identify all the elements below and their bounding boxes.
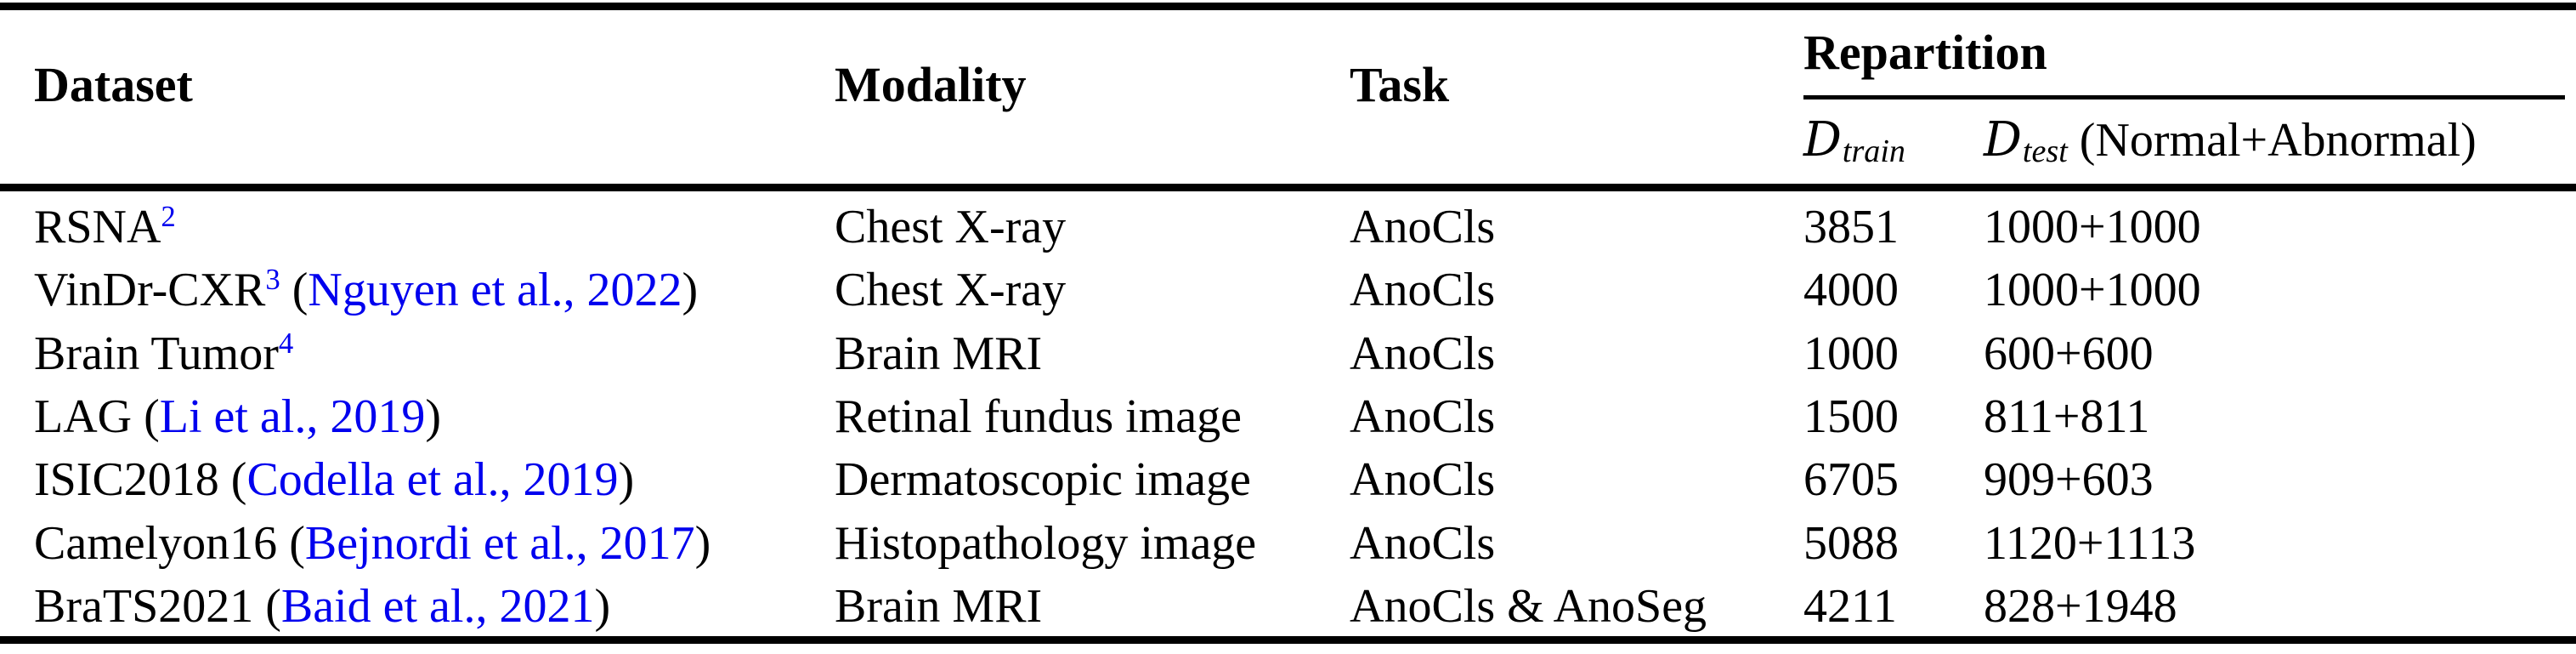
dataset-cell: BraTS2021 (Baid et al., 2021)	[34, 575, 610, 638]
dtest-cell: 600+600	[1984, 327, 2154, 380]
modality-cell: Retinal fundus image	[835, 390, 1243, 443]
table-row: RSNA2 Chest X-ray AnoCls 3851 1000+1000	[0, 196, 2576, 259]
subheader-dtest: Dtest (Normal+Abnormal)	[1984, 117, 2477, 169]
footnote-link[interactable]: 4	[278, 326, 294, 360]
modality-cell: Brain MRI	[835, 327, 1043, 380]
citation-link[interactable]: Nguyen et al., 2022	[308, 264, 682, 316]
modality-cell: Histopathology image	[835, 517, 1257, 570]
dtest-suffix: (Normal+Abnormal)	[2067, 114, 2477, 167]
dataset-name: ISIC2018	[34, 453, 219, 506]
citation-link[interactable]: Codella et al., 2019	[246, 453, 619, 506]
table-bottom-rule	[0, 636, 2576, 644]
column-header-repartition: Repartition	[1803, 25, 2047, 80]
dtrain-cell: 3851	[1803, 201, 1899, 253]
subheader-dtrain: Dtrain	[1803, 117, 1905, 169]
dataset-name: LAG	[34, 390, 133, 443]
column-header-modality: Modality	[835, 57, 1027, 112]
citation-link[interactable]: Baid et al., 2021	[280, 580, 595, 633]
footnote-link[interactable]: 3	[265, 262, 280, 296]
dataset-name: VinDr-CXR	[34, 264, 266, 316]
table-row: LAG (Li et al., 2019) Retinal fundus ima…	[0, 385, 2576, 448]
repartition-cmidrule	[1803, 95, 2565, 100]
dtest-cell: 828+1948	[1984, 580, 2177, 633]
math-cal-d: D	[1984, 112, 2022, 168]
dtest-cell: 1120+1113	[1984, 517, 2196, 570]
table-row: BraTS2021 (Baid et al., 2021) Brain MRI …	[0, 575, 2576, 638]
math-cal-d: D	[1803, 112, 1842, 168]
dataset-name: Camelyon16	[34, 517, 278, 570]
modality-cell: Dermatoscopic image	[835, 453, 1251, 506]
dataset-name: Brain Tumor	[34, 327, 279, 380]
task-cell: AnoCls	[1350, 453, 1496, 506]
modality-cell: Chest X-ray	[835, 264, 1067, 316]
dataset-name: RSNA	[34, 201, 161, 253]
dataset-cell: VinDr-CXR3 (Nguyen et al., 2022)	[34, 259, 698, 321]
dataset-cell: ISIC2018 (Codella et al., 2019)	[34, 448, 634, 511]
subscript-test: test	[2022, 133, 2068, 169]
citation: (Li et al., 2019)	[132, 390, 441, 443]
table-row: VinDr-CXR3 (Nguyen et al., 2022) Chest X…	[0, 259, 2576, 321]
task-cell: AnoCls	[1350, 327, 1496, 380]
dtrain-cell: 4000	[1803, 264, 1899, 316]
table-row: ISIC2018 (Codella et al., 2019) Dermatos…	[0, 448, 2576, 511]
dtrain-cell: 5088	[1803, 517, 1899, 570]
dtrain-cell: 1000	[1803, 327, 1899, 380]
citation: (Baid et al., 2021)	[253, 580, 611, 633]
column-header-task: Task	[1350, 57, 1450, 112]
citation: (Codella et al., 2019)	[218, 453, 635, 506]
table-top-rule	[0, 3, 2576, 10]
table-row: Camelyon16 (Bejnordi et al., 2017) Histo…	[0, 512, 2576, 575]
citation: (Bejnordi et al., 2017)	[277, 517, 711, 570]
subscript-train: train	[1842, 133, 1905, 169]
dataset-cell: Camelyon16 (Bejnordi et al., 2017)	[34, 512, 711, 575]
citation-link[interactable]: Bejnordi et al., 2017	[304, 517, 695, 570]
footnote-link[interactable]: 2	[161, 199, 176, 233]
modality-cell: Brain MRI	[835, 580, 1043, 633]
citation-link[interactable]: Li et al., 2019	[159, 390, 426, 443]
dtrain-cell: 4211	[1803, 580, 1897, 633]
table-row: Brain Tumor4 Brain MRI AnoCls 1000 600+6…	[0, 322, 2576, 385]
table-header-rule	[0, 184, 2576, 191]
dtrain-cell: 6705	[1803, 453, 1899, 506]
dtest-cell: 1000+1000	[1984, 201, 2201, 253]
task-cell: AnoCls	[1350, 517, 1496, 570]
dtrain-cell: 1500	[1803, 390, 1899, 443]
dtest-cell: 1000+1000	[1984, 264, 2201, 316]
citation: (Nguyen et al., 2022)	[280, 264, 699, 316]
task-cell: AnoCls	[1350, 201, 1496, 253]
dataset-cell: RSNA2	[34, 196, 176, 259]
task-cell: AnoCls	[1350, 390, 1496, 443]
dtest-cell: 909+603	[1984, 453, 2154, 506]
task-cell: AnoCls & AnoSeg	[1350, 580, 1707, 633]
task-cell: AnoCls	[1350, 264, 1496, 316]
dataset-cell: LAG (Li et al., 2019)	[34, 385, 441, 448]
dataset-cell: Brain Tumor4	[34, 322, 293, 385]
column-header-dataset: Dataset	[34, 57, 193, 112]
dtest-cell: 811+811	[1984, 390, 2150, 443]
dataset-name: BraTS2021	[34, 580, 254, 633]
modality-cell: Chest X-ray	[835, 201, 1067, 253]
